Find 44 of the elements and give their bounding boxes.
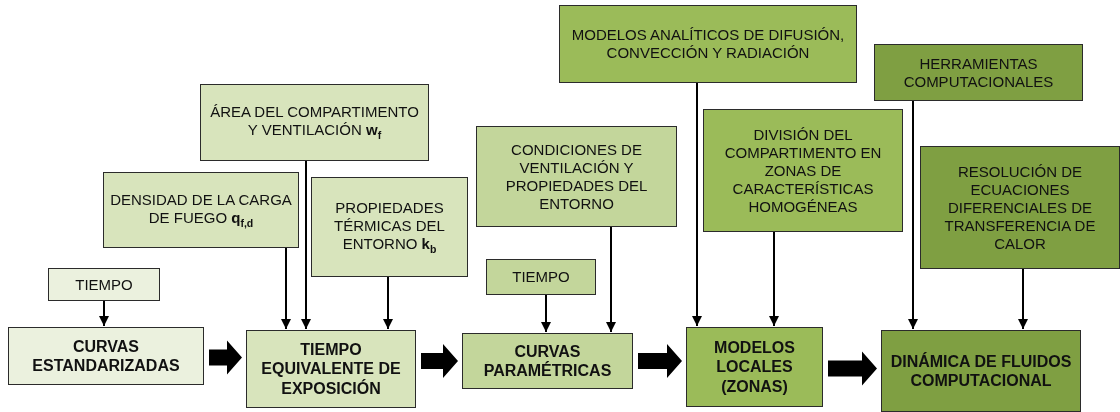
input-box xyxy=(103,172,299,248)
input-label: DIVISIÓN DEL COMPARTIMENTO EN ZONAS DE CARACTERÍSTICAS HOMOGÉNEAS xyxy=(723,125,883,216)
block-arrow xyxy=(421,344,458,378)
arrow xyxy=(1018,268,1028,330)
arrow xyxy=(769,231,779,327)
stage-box xyxy=(246,330,416,408)
block-arrow xyxy=(209,340,242,375)
input-box xyxy=(486,259,596,295)
input-box xyxy=(476,126,677,227)
input-label: ÁREA DEL COMPARTIMENTO Y VENTILACIÓN w$_{f}$ xyxy=(209,103,420,142)
arrow xyxy=(908,100,918,330)
stage-title: MODELOS LOCALES (ZONAS) xyxy=(713,338,796,396)
arrow xyxy=(99,300,109,327)
input-label: HERRAMIENTAS COMPUTACIONALES xyxy=(902,54,1055,91)
block-arrow xyxy=(638,344,682,378)
stage-title: DINÁMICA DE FLUIDOS COMPUTACIONAL xyxy=(889,351,1073,391)
arrow xyxy=(281,247,291,330)
input-label: TIEMPO xyxy=(75,275,133,294)
input-box xyxy=(874,44,1083,101)
arrow xyxy=(301,160,311,330)
input-label: RESOLUCIÓN DE ECUACIONES DIFERENCIALES DE TRANSFERENCIA DE CALOR xyxy=(943,162,1097,253)
stage-title: CURVAS PARAMÉTRICAS xyxy=(482,341,613,381)
stage-title: TIEMPO EQUIVALENTE DE EXPOSICIÓN xyxy=(260,340,402,398)
block-arrow xyxy=(828,351,877,386)
input-box xyxy=(559,5,857,83)
arrow xyxy=(692,82,702,327)
stage-box xyxy=(881,330,1081,412)
input-label: TIEMPO xyxy=(512,268,570,286)
stage-title: CURVAS ESTANDARIZADAS xyxy=(31,336,181,376)
input-label: MODELOS ANALÍTICOS DE DIFUSIÓN, CONVECCIÓN Y RADIACIÓN xyxy=(570,26,846,62)
arrow xyxy=(541,294,551,333)
input-label: CONDICIONES DE VENTILACIÓN Y PROPIEDADES DEL ENTORNO xyxy=(504,140,649,213)
input-label: PROPIEDADES TÉRMICAS DEL ENTORNO k$_{b}$ xyxy=(333,198,446,256)
arrow xyxy=(383,276,393,330)
input-box xyxy=(48,268,160,301)
stage-box xyxy=(686,327,823,407)
stage-box xyxy=(462,333,633,389)
input-box xyxy=(703,109,903,232)
input-box xyxy=(311,177,468,277)
input-box xyxy=(200,84,429,161)
input-box xyxy=(920,146,1120,269)
input-label: DENSIDAD DE LA CARGA DE FUEGO q$_{f,d}$ xyxy=(109,190,293,230)
stage-box xyxy=(8,327,204,385)
arrow xyxy=(606,226,616,333)
